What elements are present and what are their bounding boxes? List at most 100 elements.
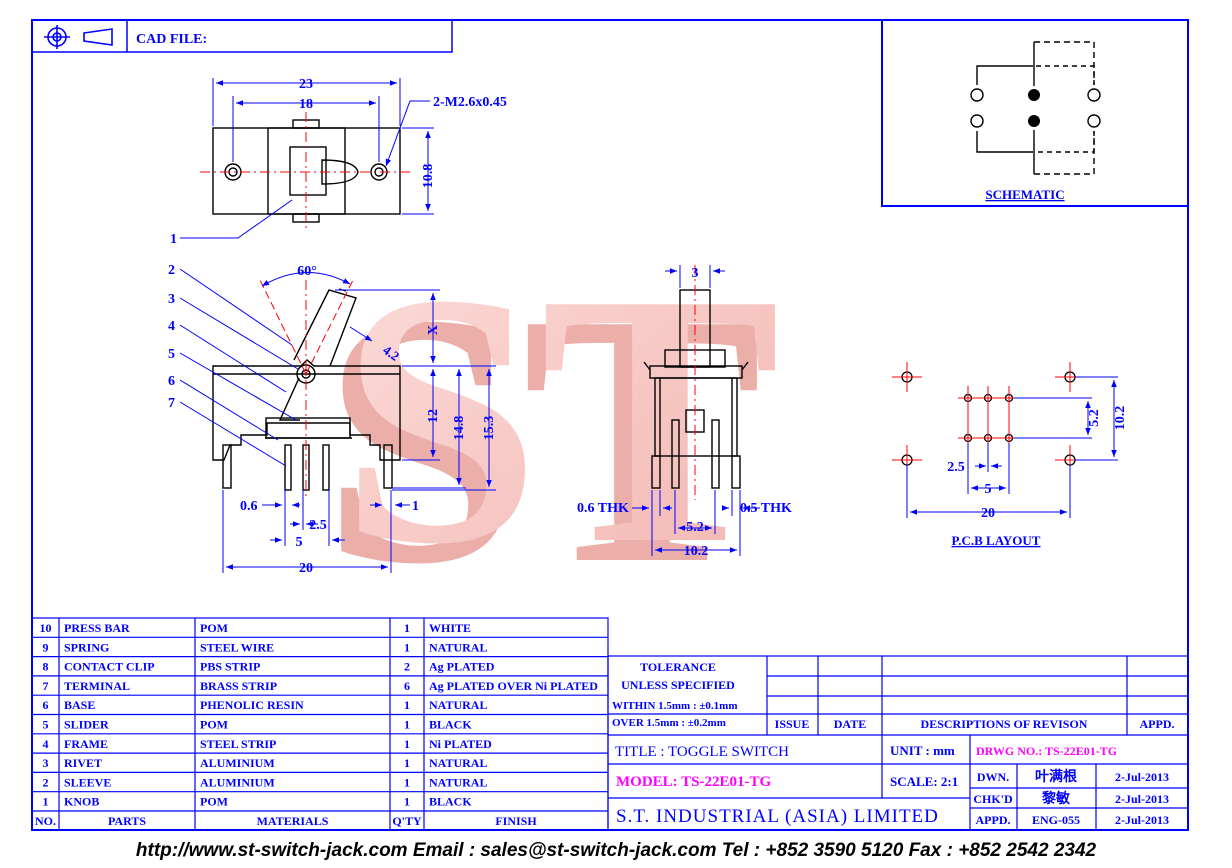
appd-sign-label: APPD. bbox=[976, 813, 1011, 827]
dim-0-6-thk: 0.6 THK bbox=[577, 501, 629, 516]
part-label-1: 1 bbox=[170, 232, 177, 247]
bom-header-cell: Q'TY bbox=[392, 814, 422, 828]
drawing-title: TITLE : TOGGLE SWITCH bbox=[615, 744, 789, 760]
dwn-label: DWN. bbox=[977, 770, 1009, 784]
bom-cell: POM bbox=[200, 795, 228, 809]
model-number: MODEL: TS-22E01-TG bbox=[616, 774, 771, 790]
dim-14-8: 14.8 bbox=[452, 416, 467, 441]
screw-note: 2-M2.6x0.45 bbox=[433, 95, 507, 110]
pcb-layout: 5.2 10.2 2.5 5 20 P.C.B LAYOUT bbox=[892, 362, 1128, 548]
pcb-dim-10-2: 10.2 bbox=[1113, 406, 1128, 431]
bom-cell: 1 bbox=[404, 737, 410, 751]
dim-12: 12 bbox=[426, 409, 441, 423]
cad-file-label: CAD FILE: bbox=[136, 32, 207, 47]
dim-1: 1 bbox=[412, 499, 419, 514]
bom-cell: NATURAL bbox=[429, 640, 487, 654]
bom-cell: NATURAL bbox=[429, 775, 487, 789]
part-label-6: 6 bbox=[168, 374, 175, 389]
descriptions-label: DESCRIPTIONS OF REVISON bbox=[921, 717, 1088, 731]
part-label-5: 5 bbox=[168, 347, 175, 362]
bom-cell: 6 bbox=[43, 698, 49, 712]
part-label-4: 4 bbox=[168, 319, 175, 334]
dim-10-8: 10.8 bbox=[421, 164, 436, 189]
header-box: CAD FILE: bbox=[31, 19, 453, 53]
dim-18: 18 bbox=[299, 97, 313, 112]
date-label: DATE bbox=[834, 717, 866, 731]
company-name: S.T. INDUSTRIAL (ASIA) LIMITED bbox=[616, 806, 939, 827]
bom-cell: KNOB bbox=[64, 795, 99, 809]
bom-cell: 1 bbox=[404, 640, 410, 654]
bom-cell: PHENOLIC RESIN bbox=[200, 698, 304, 712]
dim-20: 20 bbox=[299, 561, 313, 576]
schematic: SCHEMATIC bbox=[881, 19, 1189, 207]
bom-cell: SPRING bbox=[64, 640, 109, 654]
bom-cell: 1 bbox=[404, 718, 410, 732]
bom-cell: 1 bbox=[404, 621, 410, 635]
dim-0-5-thk: 0.5 THK bbox=[740, 501, 792, 516]
top-view: 23 18 10.8 2-M2.6x0.45 1 bbox=[170, 77, 507, 247]
contact-footer: http://www.st-switch-jack.com Email : sa… bbox=[135, 840, 1097, 861]
pcb-dim-5-2: 5.2 bbox=[1087, 409, 1102, 427]
dim-2-5: 2.5 bbox=[309, 518, 327, 533]
bom-cell: 1 bbox=[404, 698, 410, 712]
bom-cell: POM bbox=[200, 718, 228, 732]
bom-cell: ALUMINIUM bbox=[200, 756, 275, 770]
bom-cell: Ni PLATED bbox=[429, 737, 492, 751]
drawing-number: DRWG NO.: TS-22E01-TG bbox=[976, 744, 1117, 758]
appd-date: 2-Jul-2013 bbox=[1115, 813, 1169, 827]
bom-cell: BASE bbox=[64, 698, 95, 712]
bom-cell: TERMINAL bbox=[64, 679, 130, 693]
tolerance-sub: UNLESS SPECIFIED bbox=[621, 678, 735, 692]
bom-cell: 10 bbox=[40, 621, 52, 635]
bom-cell: STEEL STRIP bbox=[200, 737, 276, 751]
bom-cell: BRASS STRIP bbox=[200, 679, 277, 693]
pcb-dim-5: 5 bbox=[985, 482, 992, 497]
dwn-name: 叶满根 bbox=[1035, 768, 1078, 785]
title-block: TOLERANCE UNLESS SPECIFIED WITHIN 1.5mm … bbox=[607, 655, 1189, 831]
bom-cell: 1 bbox=[404, 795, 410, 809]
bom-cell: 9 bbox=[43, 640, 49, 654]
bom-cell: FRAME bbox=[64, 737, 108, 751]
bom-cell: 5 bbox=[43, 718, 49, 732]
dwn-date: 2-Jul-2013 bbox=[1115, 770, 1169, 784]
bom-cell: Ag PLATED OVER Ni PLATED bbox=[429, 679, 598, 693]
bom-cell: WHITE bbox=[429, 621, 471, 635]
dim-23: 23 bbox=[299, 77, 313, 92]
dim-10-2: 10.2 bbox=[684, 544, 709, 559]
appd-name: ENG-055 bbox=[1032, 813, 1080, 827]
projection-symbol-icon bbox=[44, 25, 113, 49]
dim-angle: 60° bbox=[297, 264, 317, 279]
bom-cell: NATURAL bbox=[429, 698, 487, 712]
chkd-name: 黎敏 bbox=[1042, 790, 1071, 807]
appd-label: APPD. bbox=[1140, 717, 1175, 731]
tolerance-title: TOLERANCE bbox=[640, 660, 716, 674]
bom-cell: CONTACT CLIP bbox=[64, 660, 155, 674]
schematic-label: SCHEMATIC bbox=[985, 187, 1064, 202]
part-label-2: 2 bbox=[168, 263, 175, 278]
bom-cell: POM bbox=[200, 621, 228, 635]
dim-15-3: 15.3 bbox=[482, 416, 497, 441]
dim-3: 3 bbox=[692, 266, 699, 281]
pcb-dim-2-5: 2.5 bbox=[947, 460, 965, 475]
dim-5-2: 5.2 bbox=[686, 520, 704, 535]
pcb-dim-20: 20 bbox=[981, 506, 995, 521]
pcb-label: P.C.B LAYOUT bbox=[952, 533, 1041, 548]
bom-cell: BLACK bbox=[429, 795, 472, 809]
bom-cell: ALUMINIUM bbox=[200, 775, 275, 789]
dim-x: X bbox=[426, 325, 441, 335]
bom-cell: BLACK bbox=[429, 718, 472, 732]
bom-cell: 1 bbox=[404, 775, 410, 789]
bom-header-cell: FINISH bbox=[495, 814, 537, 828]
bom-cell: 2 bbox=[404, 660, 410, 674]
bom-header-cell: PARTS bbox=[108, 814, 146, 828]
watermark-shadow: ST bbox=[322, 239, 762, 638]
bom-cell: 1 bbox=[43, 795, 49, 809]
dim-5: 5 bbox=[296, 535, 303, 550]
bom-cell: 1 bbox=[404, 756, 410, 770]
bom-cell: PBS STRIP bbox=[200, 660, 260, 674]
watermark-text: ST bbox=[340, 219, 780, 618]
bom-cell: 2 bbox=[43, 775, 49, 789]
bom-cell: 4 bbox=[43, 737, 49, 751]
